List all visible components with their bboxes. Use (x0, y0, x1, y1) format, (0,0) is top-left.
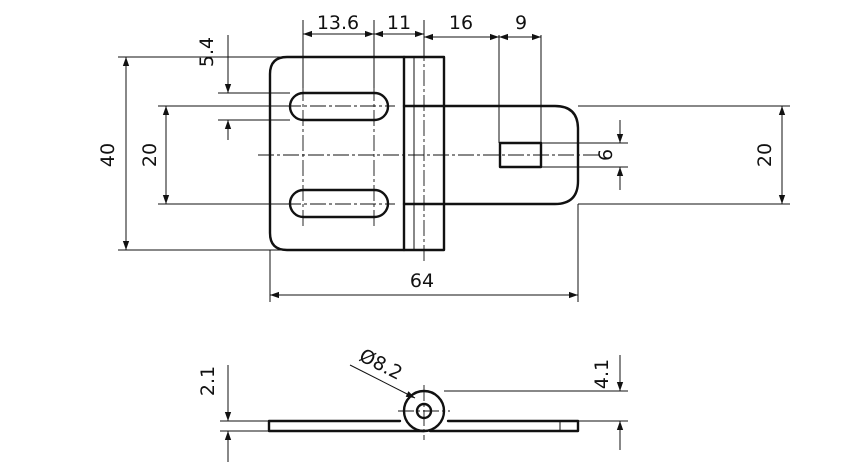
dim-slot-offset-vertical: 5.4 (196, 37, 218, 67)
dim-window-width: 9 (515, 12, 527, 34)
dim-slot-spacing: 13.6 (317, 12, 359, 34)
dim-pin-diameter: Ø8.2 (356, 345, 406, 385)
dim-knuckle-height: 4.1 (591, 359, 613, 389)
slot-lower (288, 188, 390, 219)
slot-upper (288, 91, 390, 122)
dim-overall-height: 40 (97, 143, 119, 167)
dim-leaf-offset: 16 (449, 12, 473, 34)
dim-tongue-height: 20 (754, 143, 776, 167)
hinge-body-outline (268, 55, 446, 252)
dim-leaf-thickness: 2.1 (197, 366, 219, 396)
top-view: 13.6 11 16 9 5.4 40 20 6 20 64 (97, 12, 790, 302)
dim-window-height: 6 (595, 149, 617, 161)
side-view: Ø8.2 2.1 4.1 (197, 345, 628, 462)
side-leaf-left (267, 419, 426, 433)
side-leaf-right (428, 419, 580, 433)
dim-slot-pitch: 20 (139, 143, 161, 167)
dim-slot-to-knuckle: 11 (387, 12, 411, 34)
dim-overall-length: 64 (410, 270, 434, 292)
